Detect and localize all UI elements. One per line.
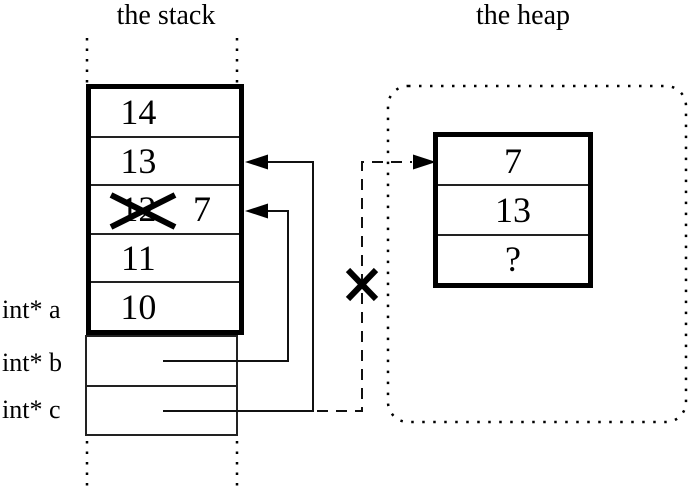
stack-value: 14 <box>120 92 157 133</box>
stack-frame-box: 14 13 12 7 11 10 <box>86 84 244 335</box>
label-int-c: int* c <box>2 395 61 424</box>
heap-cell-7: 7 <box>438 137 588 187</box>
label-int-b: int* b <box>2 348 62 377</box>
heap-cell-13: 13 <box>438 186 588 236</box>
arrowhead-left-icon <box>245 154 268 170</box>
pointer-cell-b <box>87 337 236 387</box>
stack-pointer-cells <box>85 335 238 436</box>
stack-cell-12-overwritten: 12 7 <box>91 186 239 235</box>
pointer-cell-c <box>87 387 236 435</box>
stack-new-value: 7 <box>193 189 211 230</box>
crossed-out-pointer-x-icon <box>345 267 379 302</box>
stack-old-value-crossed: 12 <box>120 189 157 230</box>
stack-cell-14: 14 <box>91 89 239 138</box>
stack-cell-13: 13 <box>91 138 239 187</box>
heap-cell-unknown: ? <box>438 236 588 283</box>
stack-title: the stack <box>116 0 216 31</box>
stack-value: 11 <box>121 238 156 279</box>
arrowhead-left-icon <box>245 203 268 219</box>
stack-value: 13 <box>120 140 157 181</box>
dangling-pointer-dashed-arrow <box>317 154 436 412</box>
stack-cell-10: 10 <box>91 283 239 330</box>
heap-value: 13 <box>495 189 531 230</box>
heap-value: 7 <box>504 140 522 181</box>
heap-title: the heap <box>475 0 571 31</box>
stack-cell-11: 11 <box>91 235 239 284</box>
heap-value: ? <box>505 239 521 280</box>
heap-object-box: 7 13 ? <box>433 132 593 288</box>
label-int-a: int* a <box>2 295 61 324</box>
stack-value: 10 <box>120 286 157 327</box>
